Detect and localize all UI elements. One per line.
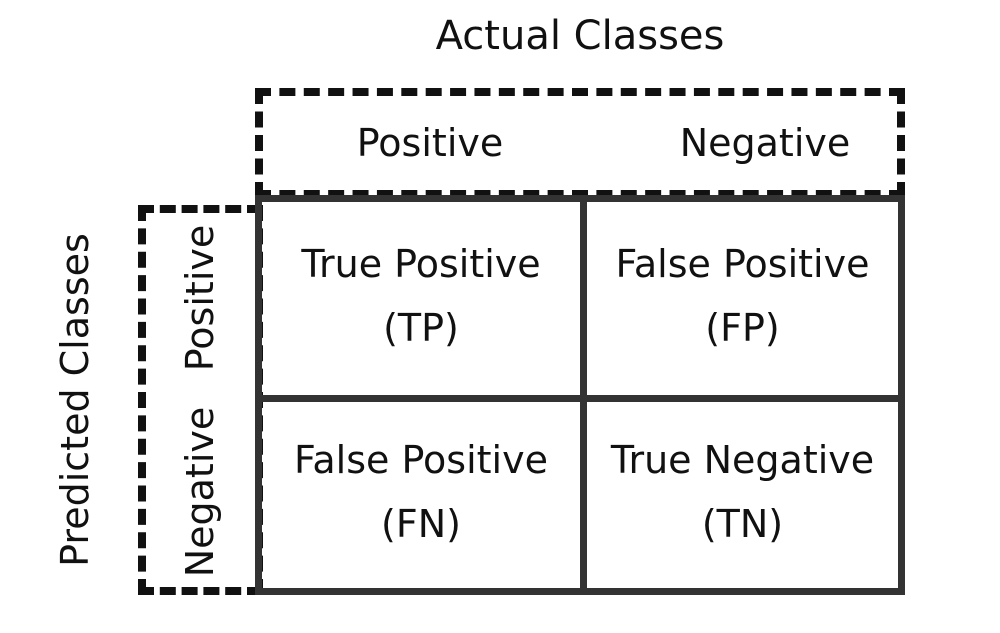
cell-abbreviation: (FP) — [705, 305, 780, 350]
cell-true-positive: True Positive (TP) — [262, 202, 580, 395]
row-header-positive: Positive — [178, 224, 222, 372]
cell-false-positive: False Positive (FP) — [580, 202, 898, 395]
cell-label: False Positive — [294, 438, 548, 482]
cell-abbreviation: (TP) — [383, 305, 459, 350]
actual-classes-dashed-box — [255, 88, 905, 198]
cell-false-negative: False Positive (FN) — [262, 395, 580, 588]
cell-label: True Negative — [610, 438, 875, 482]
column-header-positive: Positive — [356, 121, 504, 165]
cell-label: True Positive — [301, 241, 541, 286]
actual-classes-title: Actual Classes — [435, 13, 725, 59]
cell-abbreviation: (TN) — [701, 502, 784, 546]
row-header-negative: Negative — [178, 406, 222, 578]
cell-true-negative: True Negative (TN) — [580, 395, 898, 588]
cell-abbreviation: (FN) — [381, 502, 461, 546]
confusion-matrix-grid: True Positive (TP) False Positive (FP) F… — [255, 195, 905, 595]
cell-label: False Positive — [615, 241, 870, 286]
predicted-classes-title: Predicted Classes — [53, 233, 97, 567]
column-header-negative: Negative — [679, 121, 851, 165]
